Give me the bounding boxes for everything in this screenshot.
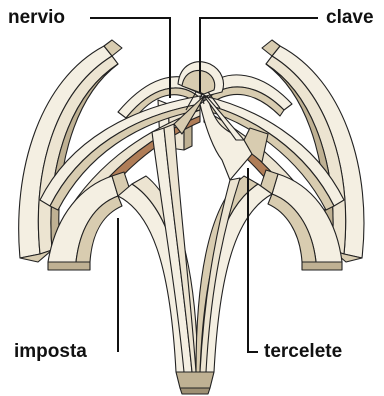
label-tercelete: tercelete [264, 342, 342, 362]
label-nervio: nervio [8, 8, 65, 28]
label-clave: clave [326, 8, 374, 28]
label-imposta: imposta [14, 342, 87, 362]
